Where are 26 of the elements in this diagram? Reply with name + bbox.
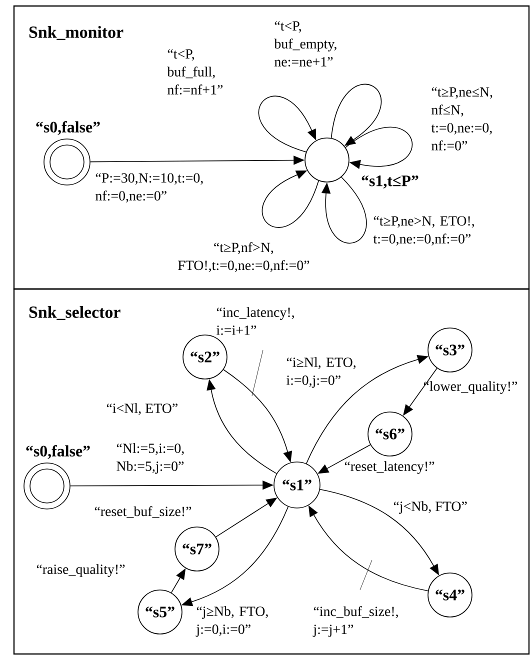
edge-label: “P:=30,N:=10,t:=0, nf:=0,ne:=0” xyxy=(96,173,203,203)
arrow xyxy=(262,170,319,228)
edge-label: “t≥P,ne≤N, nf≤N, t:=0,ne:=0, nf:=0” xyxy=(431,87,492,150)
edge-label: “t≥P,nf>N, FTO!,t:=0,ne:=0,nf:=0” xyxy=(178,242,310,272)
arrow xyxy=(321,176,367,244)
edge-label: “t≥P,ne>N, ETO!, t:=0,ne:=0,nf:=0” xyxy=(373,216,474,246)
edge-label: “reset_buf_size!” xyxy=(94,506,192,518)
node-label: “s0,false” xyxy=(26,445,90,459)
edge-label: “raise_quality!” xyxy=(36,564,125,577)
edge-label: “i≥Nl, ETO, i:=0,j:=0” xyxy=(286,357,356,388)
edge-label: “reset_latency!” xyxy=(344,461,434,474)
edge-label: “j≥Nb, FTO, j:=0,i:=0” xyxy=(196,606,268,637)
edge-label: “j<Nb, FTO” xyxy=(394,501,467,514)
edge-label: “t<P, buf_full, nf:=nf+1” xyxy=(167,49,223,95)
edge-label: “Nl:=5,i:=0, Nb:=5,j:=0” xyxy=(116,443,184,474)
node-label: “s0,false” xyxy=(36,121,100,135)
arrow xyxy=(258,96,316,152)
edge-label: “inc_buf_size!, j:=j+1” xyxy=(312,606,398,637)
arrow xyxy=(345,126,412,169)
edge-label: “i<Nl, ETO” xyxy=(106,403,178,415)
initial-state: “s0,false” xyxy=(24,445,90,510)
arrow xyxy=(330,84,382,146)
edge-label: “inc_latency!, i:=i+1” xyxy=(216,307,294,335)
edge-label: “lower_quality!” xyxy=(424,381,518,394)
node-label: “s1,t≤P” xyxy=(362,175,418,189)
edge-label: “t<P, buf_empty, ne:=ne+1” xyxy=(274,21,336,67)
